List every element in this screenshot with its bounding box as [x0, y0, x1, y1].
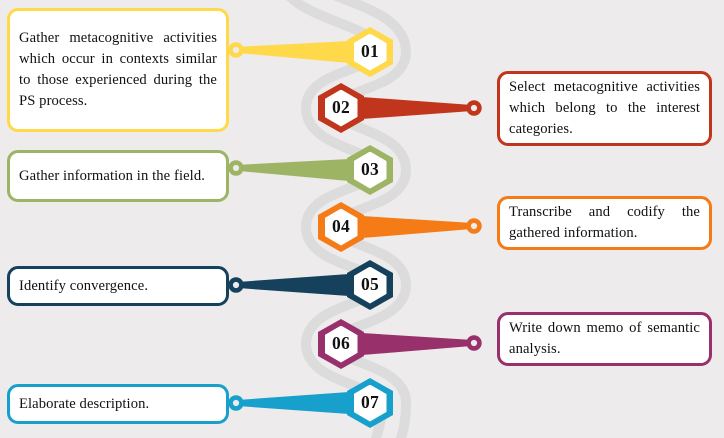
connector-lines: [228, 41, 482, 414]
step-text-06: Write down memo of semantic analysis.: [509, 320, 700, 357]
step-text-box-07[interactable]: Elaborate description.: [7, 384, 229, 424]
step-text-box-03[interactable]: Gather information in the field.: [7, 150, 229, 202]
step-number-02: 02: [331, 97, 351, 118]
step-marker-07[interactable]: 07: [347, 378, 393, 428]
connector-06: [362, 333, 482, 355]
connector-bar: [362, 333, 467, 355]
step-text-02: Select metacognitive activities which be…: [509, 79, 700, 137]
step-number-04: 04: [331, 216, 351, 237]
connector-03: [228, 159, 349, 181]
connector-bar: [362, 97, 467, 119]
connector-ring: [228, 42, 244, 58]
step-text-01: Gather metacognitive activities which oc…: [19, 30, 217, 109]
connector-bar: [243, 41, 349, 63]
connector-ring: [228, 160, 244, 176]
step-text-box-05[interactable]: Identify convergence.: [7, 266, 229, 306]
connector-bar: [243, 159, 349, 181]
step-text-07: Elaborate description.: [19, 395, 150, 412]
step-text-box-04[interactable]: Transcribe and codify the gathered infor…: [497, 196, 712, 250]
step-marker-03[interactable]: 03: [347, 145, 393, 195]
step-marker-04[interactable]: 04: [318, 202, 364, 252]
connector-bar: [362, 216, 467, 238]
connector-bar: [243, 392, 349, 414]
connector-ring: [466, 218, 482, 234]
step-text-05: Identify convergence.: [19, 277, 149, 294]
connector-07: [228, 392, 349, 414]
step-number-01: 01: [360, 41, 380, 62]
step-text-04: Transcribe and codify the gathered infor…: [509, 204, 700, 241]
step-text-box-01[interactable]: Gather metacognitive activities which oc…: [7, 8, 229, 132]
connector-04: [362, 216, 482, 238]
connector-ring: [228, 395, 244, 411]
connector-ring: [466, 335, 482, 351]
step-number-06: 06: [331, 333, 351, 354]
step-marker-05[interactable]: 05: [347, 260, 393, 310]
step-text-box-02[interactable]: Select metacognitive activities which be…: [497, 71, 712, 146]
connector-ring: [228, 277, 244, 293]
connector-ring: [466, 100, 482, 116]
step-text-box-06[interactable]: Write down memo of semantic analysis.: [497, 312, 712, 366]
connector-01: [228, 41, 349, 63]
step-number-05: 05: [360, 274, 380, 295]
connector-bar: [243, 274, 349, 296]
connector-02: [362, 97, 482, 119]
connector-05: [228, 274, 349, 296]
step-marker-06[interactable]: 06: [318, 319, 364, 369]
step-marker-01[interactable]: 01: [347, 27, 393, 77]
step-text-03: Gather information in the field.: [19, 167, 205, 184]
step-marker-02[interactable]: 02: [318, 83, 364, 133]
step-number-03: 03: [360, 159, 380, 180]
step-number-07: 07: [360, 392, 380, 413]
